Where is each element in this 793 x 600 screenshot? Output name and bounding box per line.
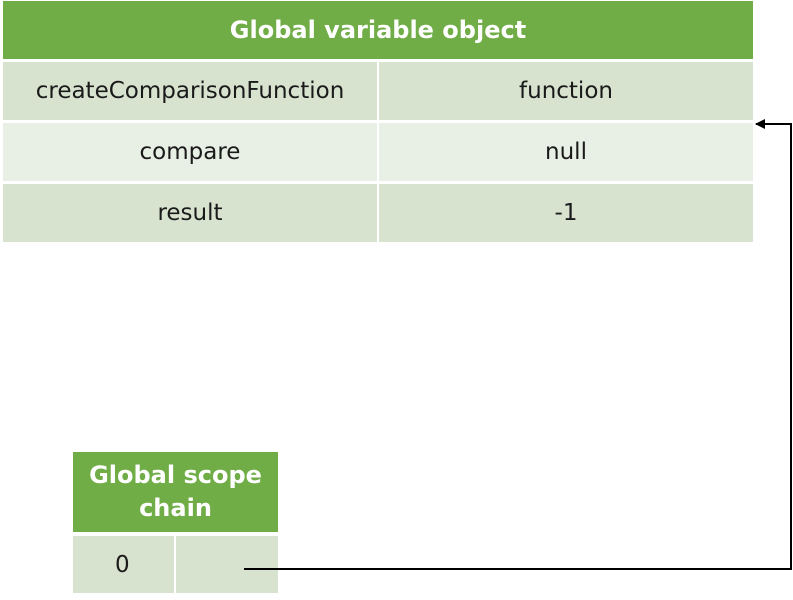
global-variable-object-table: Global variable object createComparisonF… bbox=[3, 1, 753, 242]
variable-name-cell: result bbox=[3, 184, 377, 242]
variable-value-cell: -1 bbox=[379, 184, 753, 242]
variable-name-cell: createComparisonFunction bbox=[3, 62, 377, 120]
scope-chain-index-cell: 0 bbox=[73, 536, 174, 593]
global-variable-object-title: Global variable object bbox=[3, 1, 753, 59]
global-scope-chain-title: Global scope chain bbox=[73, 452, 278, 532]
variable-value-cell: function bbox=[379, 62, 753, 120]
global-scope-chain-table: Global scope chain 0 bbox=[73, 452, 278, 593]
variable-name-cell: compare bbox=[3, 123, 377, 181]
scope-chain-pointer-cell bbox=[176, 536, 278, 593]
variable-value-cell: null bbox=[379, 123, 753, 181]
